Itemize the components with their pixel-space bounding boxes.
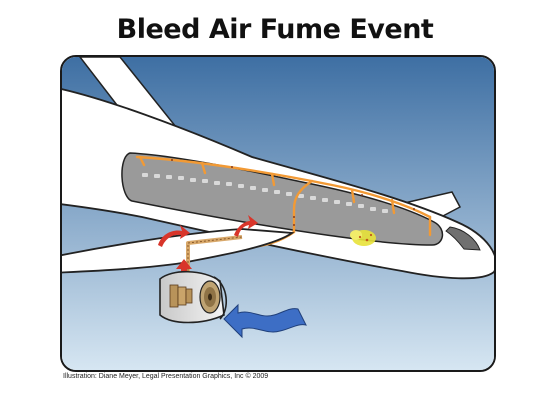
near-wing — [62, 228, 295, 274]
passenger-windows — [142, 173, 388, 213]
fume-cloud — [350, 230, 376, 246]
red-curved-arrow-icon — [234, 215, 258, 237]
blue-wavy-arrow-icon — [223, 303, 307, 339]
diagram-title: Bleed Air Fume Event — [116, 14, 434, 45]
airplane-illustration — [62, 57, 494, 370]
intake-airflow-arrows — [223, 303, 307, 339]
illustration-credit: Illustration: Diane Meyer, Legal Present… — [63, 373, 269, 380]
red-curved-arrow-icon — [158, 225, 190, 247]
engine — [159, 270, 227, 324]
cockpit-window — [445, 226, 481, 251]
cabin-interior — [121, 152, 444, 246]
contaminant-particles — [171, 159, 415, 226]
illustration-panel — [60, 55, 496, 372]
